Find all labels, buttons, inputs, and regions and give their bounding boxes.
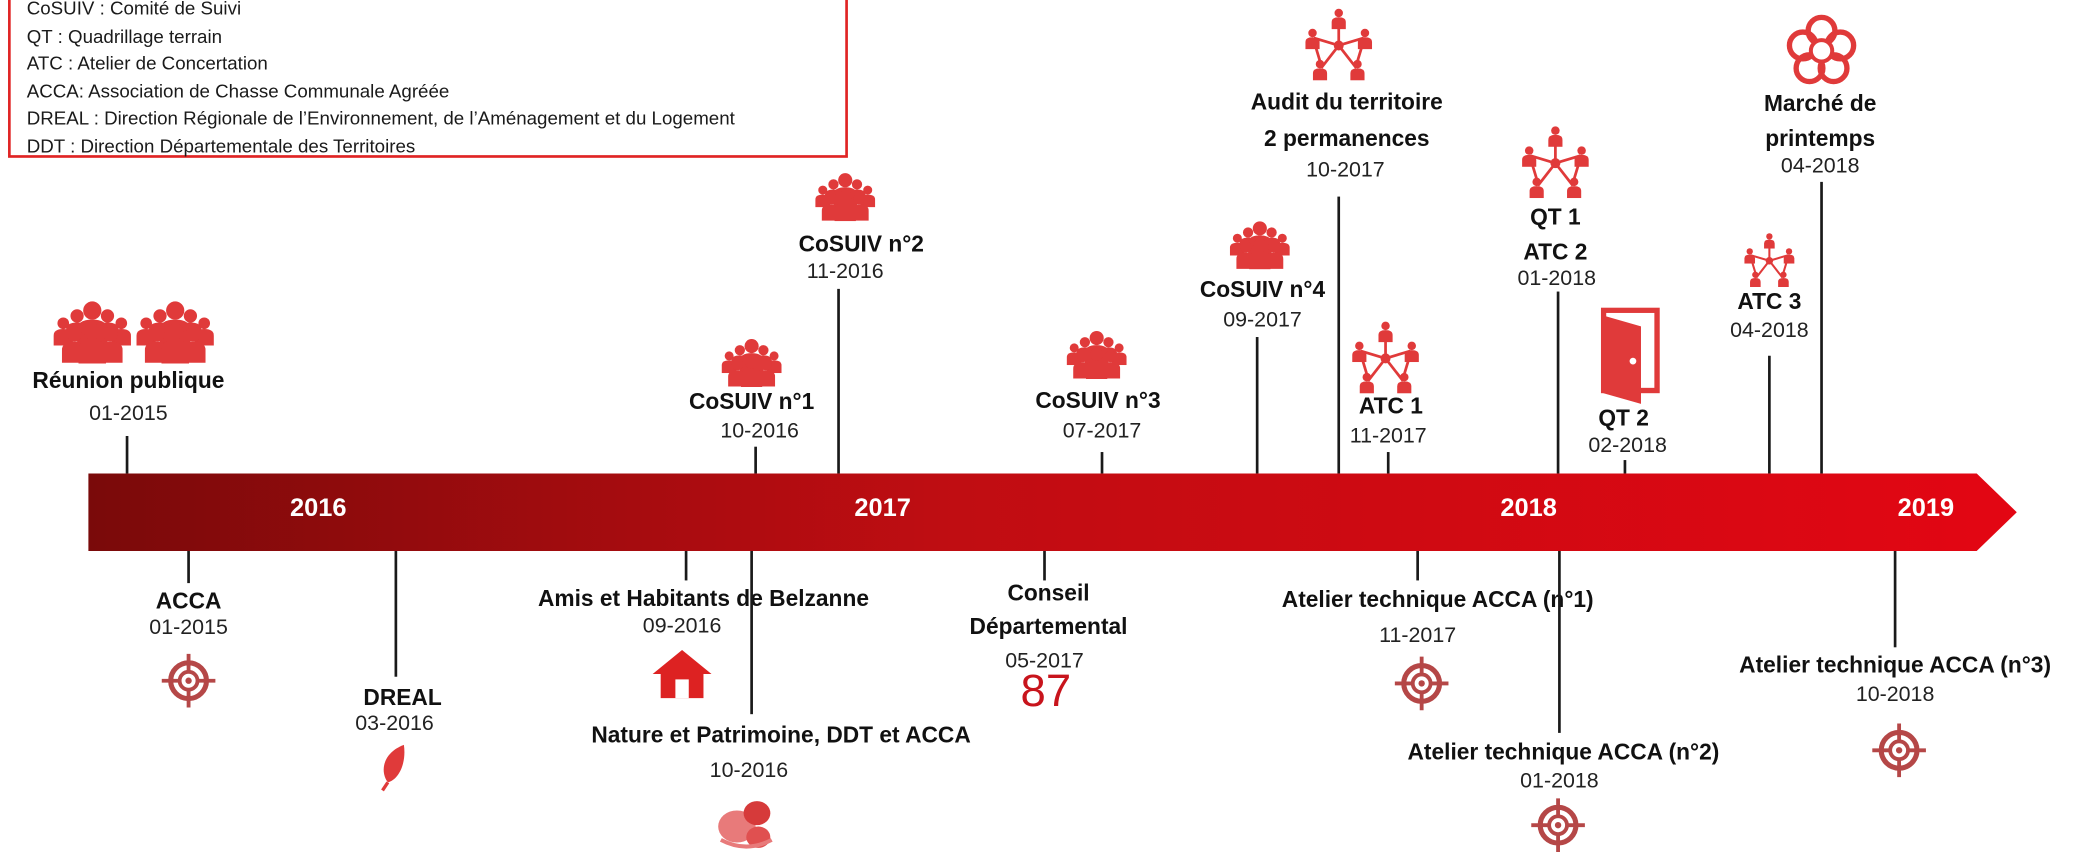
network-icon [1301, 8, 1376, 83]
event-date: 10-2018 [1855, 683, 1935, 707]
event-title: ATC 1 [1358, 393, 1423, 419]
event-title: Atelier technique ACCA (n°1) [1281, 587, 1594, 613]
connector-line [125, 435, 129, 474]
event-date: 07-2017 [1062, 419, 1142, 443]
group-icon [1228, 219, 1292, 270]
event-title-line2: 2 permanences [1263, 125, 1430, 152]
event-title-line2: printemps [1765, 125, 1876, 152]
connector-line [1386, 452, 1390, 474]
event-title: QT 2 [1598, 405, 1649, 431]
event-title: Amis et Habitants de Belzanne [537, 585, 869, 612]
food-icon [718, 801, 773, 849]
target-icon [160, 653, 216, 709]
event-title-line2: Départemental [969, 613, 1128, 640]
crowd-icon [51, 294, 217, 369]
event-title: CoSUIV n°3 [1035, 387, 1161, 414]
event-title: ACCA [155, 588, 222, 614]
connector-line [1558, 551, 1561, 733]
target-icon [1530, 797, 1586, 853]
connector-line [1556, 291, 1560, 474]
connector-line [684, 551, 688, 581]
target-icon [1394, 655, 1450, 711]
connector-line [1337, 196, 1341, 474]
year-label-2017: 2017 [854, 494, 911, 523]
network-icon [1518, 126, 1593, 201]
event-date: 10-2016 [709, 759, 789, 783]
connector-line [1893, 551, 1897, 648]
event-title: Réunion publique [32, 367, 225, 394]
group-icon [1065, 329, 1129, 380]
event-title: ATC 3 [1737, 288, 1802, 315]
event-title: CoSUIV n°1 [688, 389, 815, 415]
event-title: Atelier technique ACCA (n°3) [1739, 652, 2052, 679]
abbreviation-legend: CoSUIV : Comité de Suivi QT : Quadrillag… [8, 0, 848, 158]
connector-line [1255, 337, 1259, 474]
event-title: Marché de [1763, 90, 1877, 117]
legend-line-acca: ACCA: Association de Chasse Communale Ag… [26, 79, 450, 101]
connector-line [750, 551, 753, 715]
event-title-line2: ATC 2 [1523, 239, 1588, 265]
event-date: 01-2018 [1520, 770, 1599, 794]
legend-line-dreal: DREAL : Direction Régionale de l’Environ… [26, 106, 735, 129]
connector-line [1623, 460, 1627, 474]
network-icon [1348, 321, 1423, 396]
connector-line [754, 446, 757, 474]
connector-line [837, 288, 840, 474]
event-date: 01-2015 [149, 616, 228, 640]
leaf-icon [381, 744, 405, 792]
target-icon [1871, 722, 1927, 778]
year-label-2016: 2016 [290, 494, 347, 523]
event-date: 09-2016 [642, 615, 722, 638]
legend-line-atc: ATC : Atelier de Concertation [26, 52, 268, 74]
event-title: Audit du territoire [1250, 89, 1443, 116]
group-icon [720, 337, 784, 388]
group-icon [813, 171, 877, 222]
legend-line-qt: QT : Quadrillage terrain [26, 24, 223, 47]
flower-icon [1786, 14, 1857, 85]
event-title: Conseil [1007, 580, 1090, 606]
event-date: 10-2017 [1306, 159, 1385, 182]
legend-line-cosuiv: CoSUIV : Comité de Suivi [26, 0, 242, 19]
event-date: 01-2018 [1517, 267, 1596, 291]
connector-line [1100, 452, 1104, 474]
event-date: 11-2017 [1349, 425, 1427, 449]
event-title: CoSUIV n°2 [798, 231, 924, 257]
event-title: DREAL [363, 684, 442, 711]
department-number-badge: 87 [1020, 666, 1072, 717]
connector-line [1416, 551, 1419, 581]
house-icon [652, 649, 712, 699]
event-date: 02-2018 [1588, 434, 1667, 458]
event-date: 11-2017 [1379, 624, 1457, 648]
event-date: 09-2017 [1223, 308, 1302, 332]
network-icon [1732, 233, 1807, 289]
event-date: 04-2018 [1780, 155, 1860, 178]
event-date: 10-2016 [720, 419, 799, 443]
connector-line [1820, 181, 1823, 474]
event-title: Nature et Patrimoine, DDT et ACCA [591, 722, 971, 748]
event-date: 05-2017 [1005, 649, 1084, 673]
event-title: QT 1 [1530, 204, 1581, 231]
connector-line [187, 551, 190, 584]
event-date: 01-2015 [89, 402, 168, 426]
event-date: 03-2016 [355, 712, 434, 736]
event-date: 11-2016 [806, 260, 884, 284]
event-title: Atelier technique ACCA (n°2) [1407, 739, 1720, 765]
timeline-arrow [88, 473, 2017, 552]
connector-line [394, 551, 398, 677]
year-label-2018: 2018 [1500, 494, 1557, 523]
event-date: 04-2018 [1730, 319, 1809, 343]
legend-line-ddt: DDT : Direction Départementale des Terri… [26, 134, 416, 156]
connector-line [1768, 355, 1771, 474]
event-title: CoSUIV n°4 [1199, 276, 1326, 303]
connector-line [1043, 551, 1046, 581]
year-label-2019: 2019 [1897, 494, 1955, 523]
door-icon [1600, 307, 1660, 404]
